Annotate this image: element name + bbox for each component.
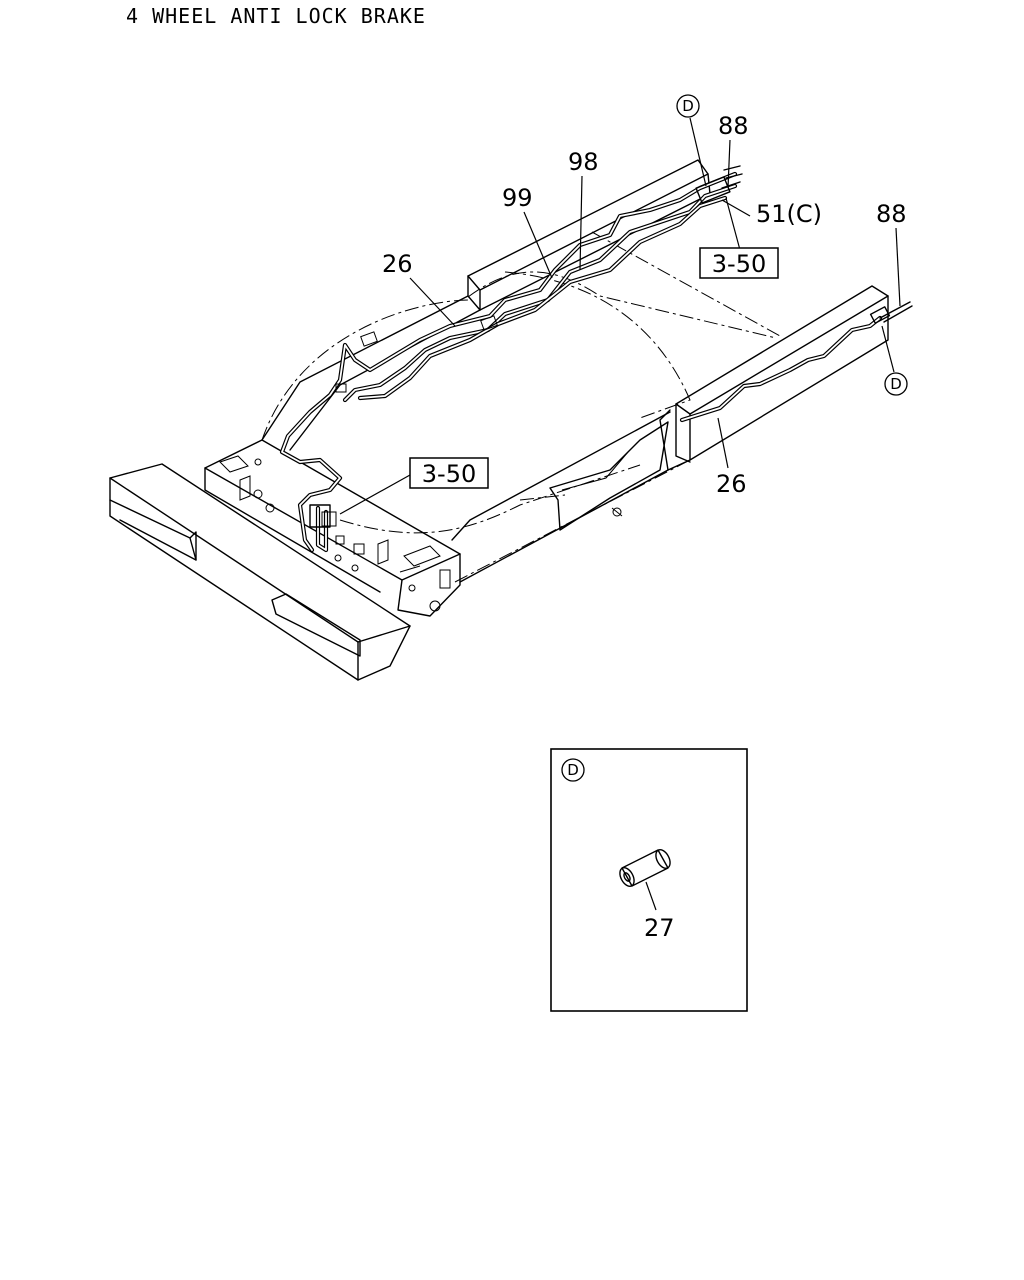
page-title: 4 WHEEL ANTI LOCK BRAKE [126, 4, 426, 28]
spacer-part-icon [619, 849, 671, 887]
callout-88-top: 88 [718, 112, 749, 140]
callout-99: 99 [502, 184, 533, 212]
callout-d-top: D [676, 94, 700, 118]
callout-26-bottom: 26 [716, 470, 747, 498]
callout-26-left: 26 [382, 250, 413, 278]
reference-box-top-label: 3-50 [712, 250, 766, 278]
leader-lines [339, 117, 901, 515]
callout-88-right: 88 [876, 200, 907, 228]
detail-d-inset: D 27 [550, 748, 748, 1012]
reference-box-top[interactable]: 3-50 [699, 247, 779, 279]
callout-d-top-label: D [682, 97, 694, 115]
brake-lines [279, 165, 913, 553]
callout-d-right: D [884, 372, 908, 396]
reference-box-bottom[interactable]: 3-50 [409, 457, 489, 489]
callout-d-right-label: D [890, 375, 902, 393]
detail-part-27-label: 27 [644, 914, 675, 942]
chassis-frame [109, 159, 889, 681]
reference-box-bottom-label: 3-50 [422, 460, 476, 488]
callout-51c: 51(C) [756, 200, 822, 228]
detail-d-marker: D [567, 761, 579, 779]
callout-98: 98 [568, 148, 599, 176]
